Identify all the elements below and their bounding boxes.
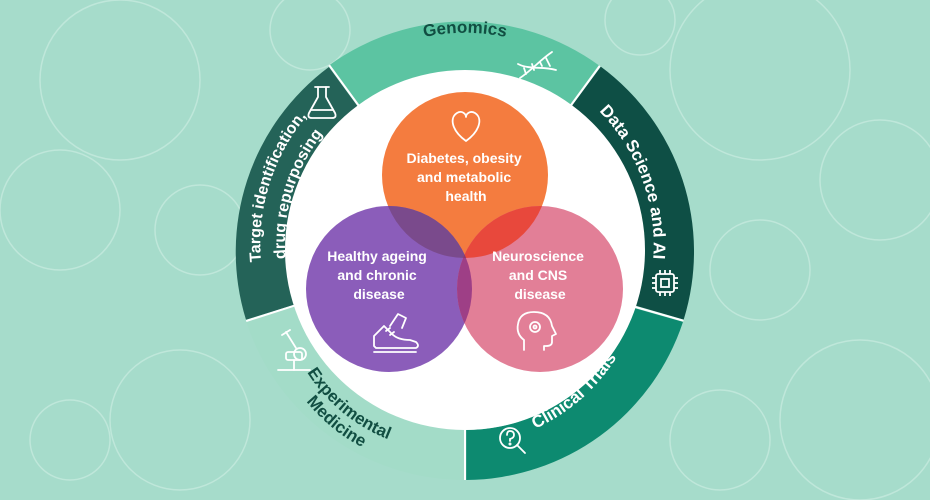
- magnifier-question-icon: [499, 427, 526, 454]
- ring-segment-experimental-medicine: [246, 306, 464, 480]
- sneaker-icon: [373, 313, 419, 353]
- ring-segment-target-identification: [235, 67, 359, 320]
- venn-labels: Diabetes, obesity and metabolic health H…: [327, 150, 588, 302]
- overlap-diabetes-neuro: [457, 206, 548, 258]
- ring-segment-data-science: [570, 66, 695, 320]
- genomics-label: Genomics: [421, 18, 508, 41]
- diabetes-label: Diabetes, obesity and metabolic health: [406, 150, 525, 204]
- dna-icon: [517, 51, 557, 79]
- overlap-diabetes-ageing: [382, 206, 472, 258]
- ageing-label: Healthy ageing and chronic disease: [327, 248, 430, 302]
- flask-icon: [307, 86, 337, 119]
- microscope-icon: [277, 329, 311, 371]
- venn: [306, 92, 623, 372]
- head-gear-icon: [516, 311, 557, 351]
- neuro-label: Neuroscience and CNS disease: [492, 248, 588, 302]
- chip-icon: [652, 270, 678, 296]
- heart-icon: [451, 111, 481, 142]
